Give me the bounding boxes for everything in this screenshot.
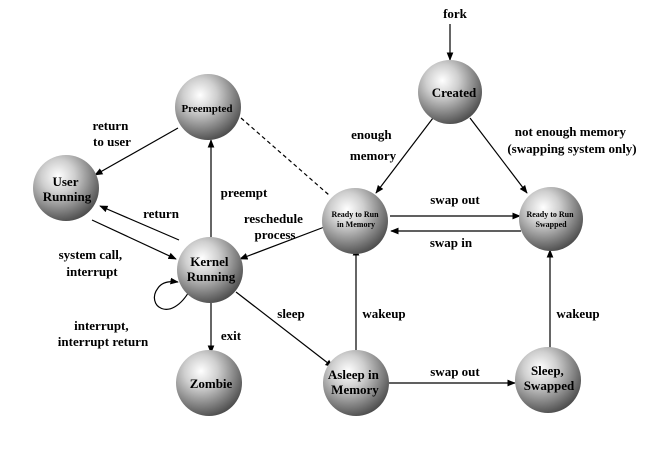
- state-zombie-node: [176, 350, 242, 416]
- edge-not-enough-memory: [469, 117, 528, 194]
- transition-labels: fork enough memory not enough memory (sw…: [58, 6, 637, 379]
- label-swap-in: swap in: [430, 235, 473, 250]
- edge-interrupt-loop: [153, 277, 191, 310]
- label-swap-out-bottom: swap out: [430, 364, 480, 379]
- transition-edges: [91, 24, 554, 387]
- edge-preempted-ready: [240, 117, 330, 196]
- edge-enough-memory: [375, 117, 434, 194]
- edge-system-call: [91, 219, 177, 260]
- state-sleep-swapped: Sleep, Swapped: [515, 347, 581, 413]
- label-sleep: sleep: [277, 306, 304, 321]
- label-fork: fork: [443, 6, 468, 21]
- state-user-running-label: User Running: [43, 174, 92, 204]
- state-created-label: Created: [432, 85, 477, 100]
- label-swap-out-top: swap out: [430, 192, 480, 207]
- label-not-enough-memory: not enough memory (swapping system only): [507, 124, 636, 156]
- state-sleep-swapped-node: [515, 347, 581, 413]
- label-wakeup-left: wakeup: [362, 306, 405, 321]
- label-return-to-user: return to user: [92, 118, 131, 149]
- state-ready-swapped-node: [519, 187, 583, 251]
- state-sleep-swapped-label: Sleep, Swapped: [524, 363, 575, 393]
- edge-sleep: [235, 291, 334, 368]
- state-ready-swapped: Ready to Run Swapped: [519, 187, 583, 251]
- state-ready-memory-node: [322, 188, 388, 254]
- edge-return: [99, 205, 180, 241]
- state-created-node: [418, 60, 482, 124]
- label-preempt: preempt: [221, 185, 268, 200]
- state-zombie: Zombie: [176, 350, 242, 416]
- state-asleep-memory-node: [323, 350, 389, 416]
- state-kernel-running-node: [177, 237, 243, 303]
- state-ready-memory: Ready to Run in Memory: [322, 188, 388, 254]
- edge-reschedule: [239, 225, 328, 260]
- state-kernel-running-label: Kernel Running: [187, 254, 236, 284]
- state-ready-swapped-label: Ready to Run Swapped: [526, 210, 575, 229]
- state-user-running: User Running: [33, 155, 99, 221]
- state-user-running-node: [33, 155, 99, 221]
- label-interrupt-return: interrupt, interrupt return: [58, 318, 149, 349]
- state-preempted-label: Preempted: [181, 103, 232, 115]
- state-asleep-memory-label: Asleep in Memory: [328, 367, 382, 397]
- label-reschedule-process: reschedule process: [244, 211, 306, 242]
- state-preempted-node: [175, 74, 241, 140]
- state-kernel-running: Kernel Running: [177, 237, 243, 303]
- state-asleep-memory: Asleep in Memory: [323, 350, 389, 416]
- state-zombie-label: Zombie: [190, 376, 233, 391]
- label-system-call: system call, interrupt: [59, 247, 126, 279]
- label-return: return: [143, 206, 180, 221]
- label-wakeup-right: wakeup: [556, 306, 599, 321]
- state-created: Created: [418, 60, 482, 124]
- state-preempted: Preempted: [175, 74, 241, 140]
- label-enough-memory: enough memory: [350, 127, 397, 163]
- label-exit: exit: [221, 328, 242, 343]
- state-ready-memory-label: Ready to Run in Memory: [331, 210, 380, 229]
- edge-return-to-user: [94, 127, 179, 176]
